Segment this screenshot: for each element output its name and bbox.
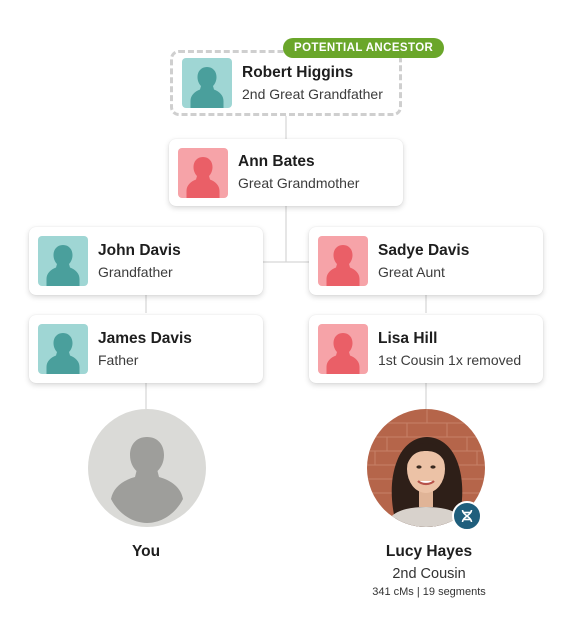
card-name: James Davis	[98, 329, 192, 347]
card-relation: 1st Cousin 1x removed	[378, 351, 522, 368]
card-james-davis[interactable]: James Davis Father	[29, 315, 263, 383]
card-relation: Great Aunt	[378, 263, 445, 280]
dna-icon[interactable]	[452, 501, 482, 531]
you-name: You	[131, 543, 161, 560]
match-dna-stats: 341 cMs | 19 segments	[372, 586, 486, 598]
person-silhouette-icon	[38, 236, 88, 286]
card-relation: Great Grandmother	[238, 175, 360, 191]
card-relation: 2nd Great Grandfather	[242, 85, 383, 102]
card-robert-higgins[interactable]: Robert Higgins 2nd Great Grandfather	[170, 50, 402, 116]
card-name: Robert Higgins	[242, 63, 354, 81]
person-silhouette-icon	[318, 236, 368, 286]
card-lisa-hill[interactable]: Lisa Hill 1st Cousin 1x removed	[309, 315, 543, 383]
person-silhouette-icon	[111, 437, 183, 523]
person-silhouette-icon	[182, 58, 232, 108]
you-avatar[interactable]	[88, 409, 206, 527]
card-john-davis[interactable]: John Davis Grandfather	[29, 227, 263, 295]
card-relation: Grandfather	[98, 263, 173, 280]
person-silhouette-icon	[318, 324, 368, 374]
card-name: Ann Bates	[238, 153, 315, 170]
person-silhouette-icon	[178, 147, 228, 198]
card-ann-bates[interactable]: Ann Bates Great Grandmother	[169, 139, 403, 206]
card-sadye-davis[interactable]: Sadye Davis Great Aunt	[309, 227, 543, 295]
match-relation: 2nd Cousin	[392, 566, 466, 582]
person-silhouette-icon	[38, 324, 88, 374]
card-name: John Davis	[98, 241, 181, 259]
card-name: Lisa Hill	[378, 329, 438, 347]
card-relation: Father	[98, 351, 139, 368]
match-name: Lucy Hayes	[385, 543, 473, 560]
card-name: Sadye Davis	[378, 241, 470, 259]
potential-ancestor-badge: POTENTIAL ANCESTOR	[283, 38, 445, 58]
